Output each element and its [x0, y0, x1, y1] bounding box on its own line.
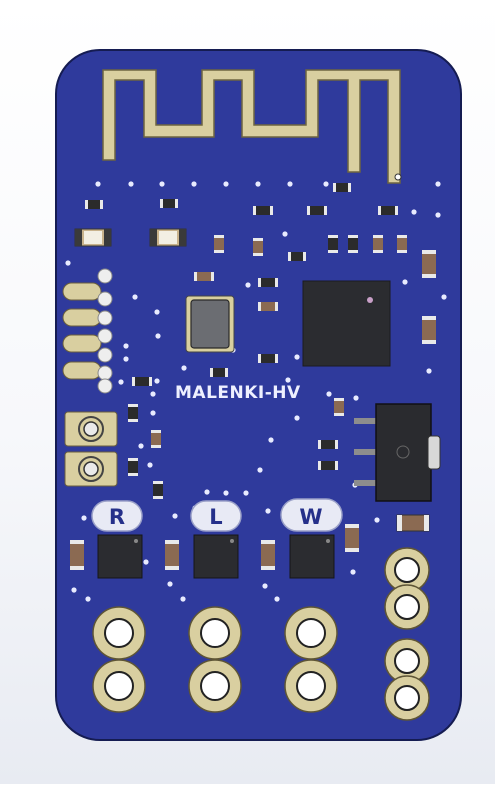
resistor	[288, 252, 306, 261]
through-hole-pad	[188, 659, 242, 713]
pad-label-l-text: L	[209, 505, 222, 529]
pad-label-l: L	[190, 500, 242, 532]
resistor	[132, 377, 152, 386]
crystal-oscillator	[185, 295, 235, 353]
wifi-antenna-trace	[102, 69, 401, 184]
resistor	[258, 278, 278, 287]
resistor	[258, 354, 278, 363]
capacitor	[149, 228, 187, 247]
motor-driver-chip-r	[97, 534, 143, 579]
through-hole-pad	[188, 606, 242, 660]
voltage-regulator	[354, 403, 441, 502]
antenna-via	[394, 173, 402, 181]
capacitor	[151, 430, 161, 448]
resistor	[348, 235, 358, 253]
capacitor	[74, 228, 112, 247]
through-hole-pad	[284, 606, 338, 660]
resistor	[328, 235, 338, 253]
motor-driver-chip-l	[193, 534, 239, 579]
board-name-silkscreen: MALENKI-HV	[175, 383, 301, 403]
resistor	[85, 200, 103, 209]
through-hole-pad	[92, 606, 146, 660]
motor-driver-chip-w	[289, 534, 335, 579]
capacitor	[396, 514, 430, 532]
resistor	[307, 206, 327, 215]
capacitor	[422, 250, 436, 278]
resistor	[153, 481, 163, 499]
resistor	[378, 206, 398, 215]
pad-label-r-text: R	[109, 505, 125, 529]
resistor	[128, 458, 138, 476]
capacitor	[258, 302, 278, 311]
microcontroller-chip	[302, 280, 391, 367]
resistor	[318, 440, 338, 449]
header-pads-left	[62, 268, 113, 394]
battery-pad	[64, 411, 118, 447]
pad-label-r: R	[91, 500, 143, 532]
motor-output-pads	[92, 606, 338, 713]
through-hole-pad	[92, 659, 146, 713]
capacitor	[373, 235, 383, 253]
resistor	[160, 199, 178, 208]
capacitor	[261, 540, 275, 570]
power-pads-right	[384, 547, 430, 721]
capacitor	[165, 540, 179, 570]
battery-pad	[64, 451, 118, 487]
through-hole-pad	[284, 659, 338, 713]
capacitor	[334, 398, 344, 416]
capacitor	[397, 235, 407, 253]
via-group	[65, 181, 447, 602]
pad-label-w-text: W	[299, 505, 322, 529]
capacitor	[253, 238, 263, 256]
resistor	[253, 206, 273, 215]
capacitor	[422, 316, 436, 344]
capacitor	[214, 235, 224, 253]
resistor	[333, 183, 351, 192]
pcb-board	[55, 49, 462, 741]
resistor	[210, 368, 228, 377]
resistor	[318, 461, 338, 470]
pad-label-w: W	[280, 498, 343, 532]
resistor	[128, 404, 138, 422]
capacitor	[70, 540, 84, 570]
capacitor	[345, 524, 359, 552]
smd-passives	[70, 183, 436, 570]
capacitor	[194, 272, 214, 281]
